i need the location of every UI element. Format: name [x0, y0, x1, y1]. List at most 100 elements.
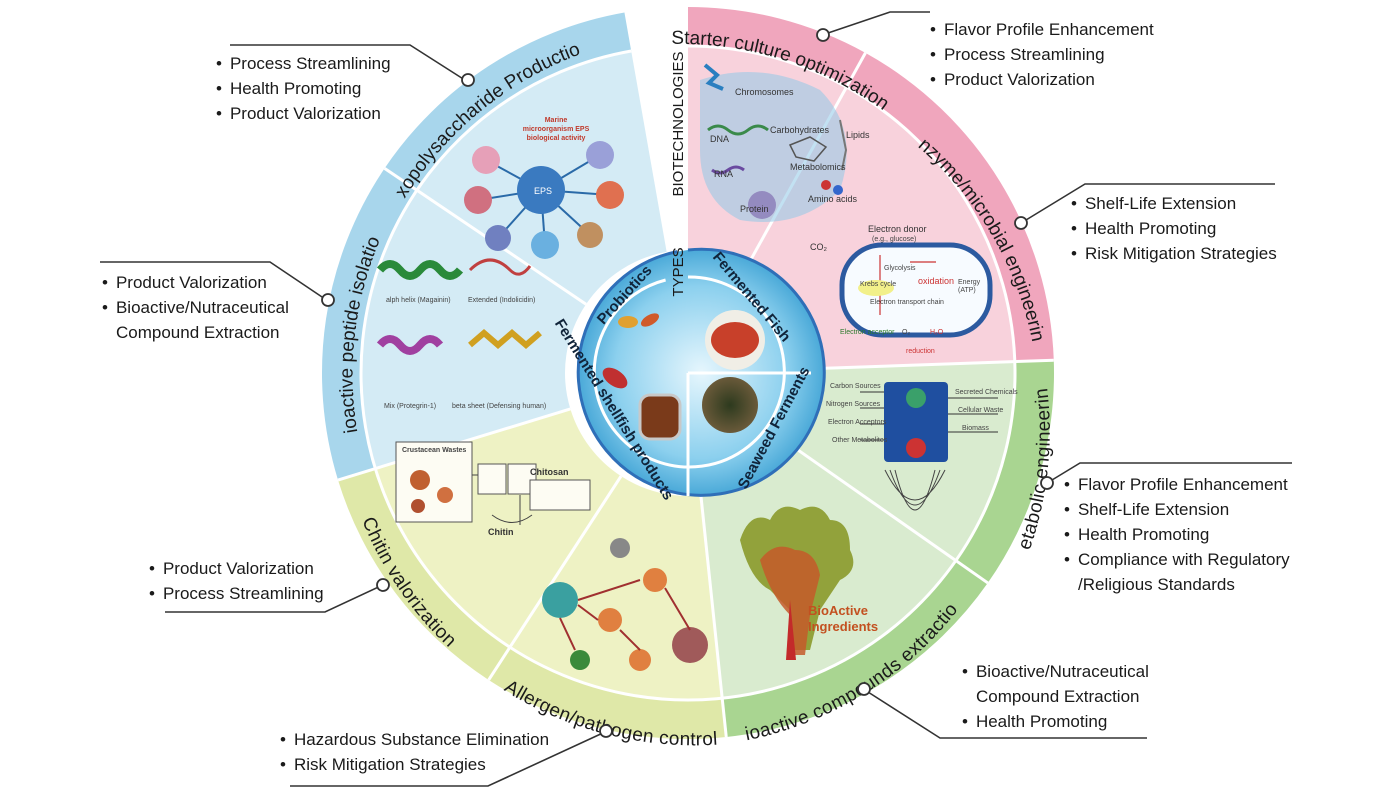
callout-item: Compound Extraction	[976, 687, 1140, 706]
sector-enzyme-band	[846, 52, 1054, 362]
label-krebs: Krebs cycle	[860, 281, 896, 288]
label-electron-donor: Electron donor	[868, 224, 927, 234]
chitin-flow-illustration: Crustacean Wastes Chitin Chitosan	[395, 441, 591, 537]
peptide-structures-illustration: alph helix (Magainin) Extended (Indolici…	[376, 258, 546, 410]
label-protein: Protein	[740, 204, 769, 214]
label-dna: DNA	[710, 134, 729, 144]
metabolic-flux-illustration: Carbon Sources Nitrogen Sources Electron…	[826, 382, 1018, 511]
callout-item: Risk Mitigation Strategies	[1071, 241, 1277, 266]
callout-item: Compound Extraction	[116, 323, 280, 342]
callout-item: /Religious Standards	[1078, 575, 1235, 594]
label-biomass: Biomass	[962, 425, 989, 432]
callout-eps: Process Streamlining Health Promoting Pr…	[216, 51, 391, 126]
label-bioactive-1: BioActive	[808, 603, 868, 618]
callout-item: Flavor Profile Enhancement	[1064, 472, 1290, 497]
sector-divider	[810, 358, 1054, 371]
band-inner-edge	[359, 44, 1017, 702]
allergen-pathway-illustration	[542, 538, 708, 671]
callout-item: Health Promoting	[216, 76, 391, 101]
types-disk	[576, 247, 826, 497]
callout-item: Risk Mitigation Strategies	[280, 752, 549, 777]
label-energy: Energy	[958, 279, 981, 286]
sector-chitin-band	[337, 468, 510, 680]
label-cellular-waste: Cellular Waste	[958, 407, 1003, 414]
sector-eps-band	[384, 12, 632, 191]
callout-item: Health Promoting	[962, 709, 1149, 734]
label-chitin: Chitin	[488, 527, 514, 537]
label-electron-acceptor: Electron acceptor	[840, 329, 895, 336]
label-etc: Electron transport chain	[870, 299, 944, 306]
label-oxidation: oxidation	[918, 276, 954, 286]
biotechnologies-label: BIOTECHNOLOGIES	[670, 51, 687, 196]
label-crustacean-wastes: Crustacean Wastes	[402, 447, 466, 454]
callout-enzyme: Shelf-Life Extension Health Promoting Ri…	[1071, 191, 1277, 266]
callout-item: Product Valorization	[149, 556, 324, 581]
callout-item: Process Streamlining	[930, 42, 1154, 67]
label-other-metabolites: Other Metabolites	[832, 437, 888, 444]
sector-peptide-band	[321, 168, 417, 481]
sector-peptide-panel	[360, 190, 587, 469]
multiomics-illustration: Chromosomes DNA RNA Protein Carbohydrate…	[700, 63, 870, 222]
bioactive-ingredients-illustration: BioActive Ingredients	[740, 506, 878, 660]
label-metabolomics: Metabolomics	[790, 162, 846, 172]
label-h2o: H₂O	[930, 329, 944, 336]
label-glucose: (e.g., glucose)	[872, 236, 916, 243]
label-amino-acids: Amino acids	[808, 194, 858, 204]
label-rna: RNA	[714, 169, 733, 179]
label-alpha-helix: alph helix (Magainin)	[386, 297, 451, 304]
label-atp: (ATP)	[958, 287, 976, 294]
callout-item: Process Streamlining	[216, 51, 391, 76]
callout-leaders	[100, 11, 1292, 787]
callout-chitin: Product Valorization Process Streamlinin…	[149, 556, 324, 606]
label-mix: Mix (Protegrin-1)	[384, 403, 436, 410]
label-beta-sheet: beta sheet (Defensing human)	[452, 403, 546, 410]
callout-bioactive: Bioactive/Nutraceutical Compound Extract…	[962, 659, 1149, 734]
label-eps-title-2: microorganism EPS	[523, 126, 590, 133]
label-carbohydrates: Carbohydrates	[770, 125, 830, 135]
label-eps-title-1: Marine	[545, 117, 568, 124]
callout-item: Shelf-Life Extension	[1071, 191, 1277, 216]
callout-item: Health Promoting	[1064, 522, 1290, 547]
wheel-segments	[321, 7, 1055, 740]
eps-network-illustration: EPS Marine microorganism EPS biological …	[464, 117, 624, 259]
label-bioactive-2: Ingredients	[808, 619, 878, 634]
callout-item: Compliance with Regulatory	[1064, 547, 1290, 572]
callout-item: Hazardous Substance Elimination	[280, 727, 549, 752]
callout-item: Product Valorization	[102, 270, 289, 295]
label-chitosan: Chitosan	[530, 467, 569, 477]
label-chromosomes: Chromosomes	[735, 87, 794, 97]
label-reduction: reduction	[906, 348, 935, 355]
sector-bioactive-band	[722, 560, 988, 737]
label-eps-title-3: biological activity	[527, 135, 586, 142]
callout-item: Health Promoting	[1071, 216, 1277, 241]
callout-item: Product Valorization	[930, 67, 1154, 92]
callout-starter: Flavor Profile Enhancement Process Strea…	[930, 17, 1154, 92]
sector-metabolic-band	[955, 360, 1055, 583]
types-label: TYPES	[670, 247, 687, 296]
callout-item: Bioactive/Nutraceutical	[102, 295, 289, 320]
callout-peptide: Product Valorization Bioactive/Nutraceut…	[102, 270, 289, 345]
callout-item: Process Streamlining	[149, 581, 324, 606]
cell-respiration-illustration: Electron donor (e.g., glucose) CO₂ Glyco…	[810, 224, 993, 355]
sector-starter-band	[688, 7, 866, 87]
callout-item: Flavor Profile Enhancement	[930, 17, 1154, 42]
label-glycolysis: Glycolysis	[884, 265, 916, 272]
label-electron-acceptors: Electron Acceptors	[828, 419, 887, 426]
label-carbon-sources: Carbon Sources	[830, 383, 881, 390]
label-co2: CO₂	[810, 242, 828, 252]
label-eps-center: EPS	[534, 186, 552, 196]
sector-divider	[487, 475, 623, 681]
callout-item: Shelf-Life Extension	[1064, 497, 1290, 522]
label-extended: Extended (Indolicidin)	[468, 297, 535, 304]
callout-allergen: Hazardous Substance Elimination Risk Mit…	[280, 727, 549, 777]
label-lipids: Lipids	[846, 130, 870, 140]
label-secreted-chemicals: Secreted Chemicals	[955, 389, 1018, 396]
label-o2: O₂	[902, 329, 910, 336]
callout-metabolic: Flavor Profile Enhancement Shelf-Life Ex…	[1064, 472, 1290, 597]
callout-item: Bioactive/Nutraceutical	[962, 659, 1149, 684]
sector-divider	[787, 442, 989, 585]
callout-markers	[321, 28, 1054, 738]
label-nitrogen-sources: Nitrogen Sources	[826, 401, 881, 408]
callout-item: Product Valorization	[216, 101, 391, 126]
